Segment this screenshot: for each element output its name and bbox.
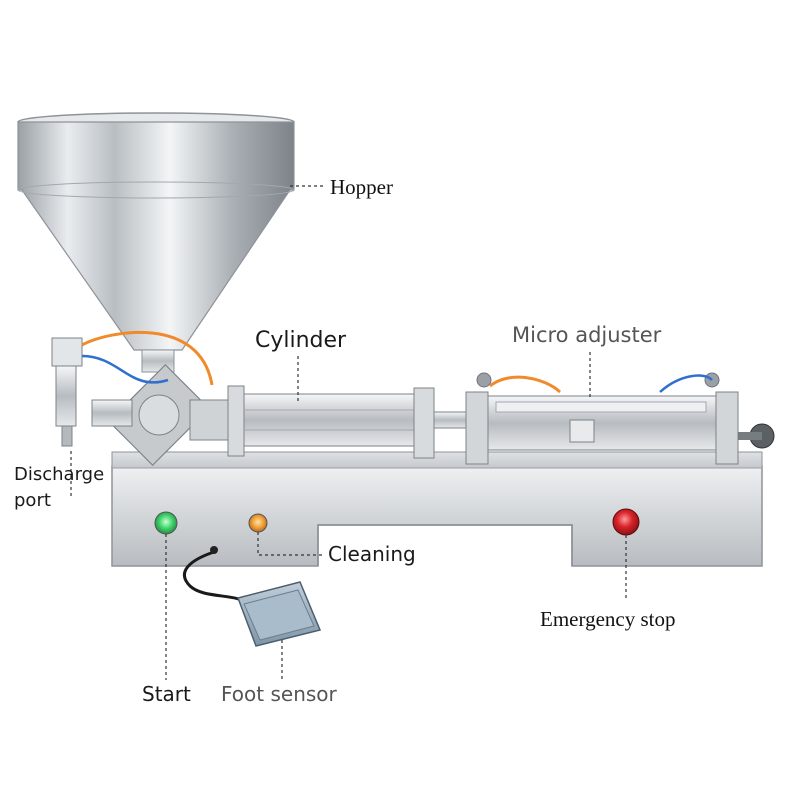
hopper (17, 112, 295, 373)
start-indicator-light (154, 511, 178, 535)
label-discharge-port-line1: Discharge (14, 464, 105, 485)
micro-adjuster (465, 372, 775, 465)
label-micro-adjuster: Micro adjuster (512, 323, 662, 347)
label-cleaning: Cleaning (328, 542, 416, 566)
leader-lines (70, 185, 627, 680)
label-start: Start (142, 682, 191, 706)
machine-base (111, 451, 763, 567)
emergency-stop-button (612, 508, 640, 536)
valve-assembly (51, 337, 211, 467)
label-foot-sensor: Foot sensor (221, 682, 337, 706)
cylinder (189, 385, 471, 459)
label-discharge-port-line2: port (14, 490, 51, 511)
cleaning-button (248, 513, 268, 533)
blue-wire (81, 354, 169, 384)
label-hopper: Hopper (330, 175, 393, 199)
label-emergency-stop: Emergency stop (540, 607, 676, 631)
air-hose (81, 330, 214, 386)
label-cylinder: Cylinder (255, 328, 347, 353)
foot-sensor (182, 546, 322, 647)
